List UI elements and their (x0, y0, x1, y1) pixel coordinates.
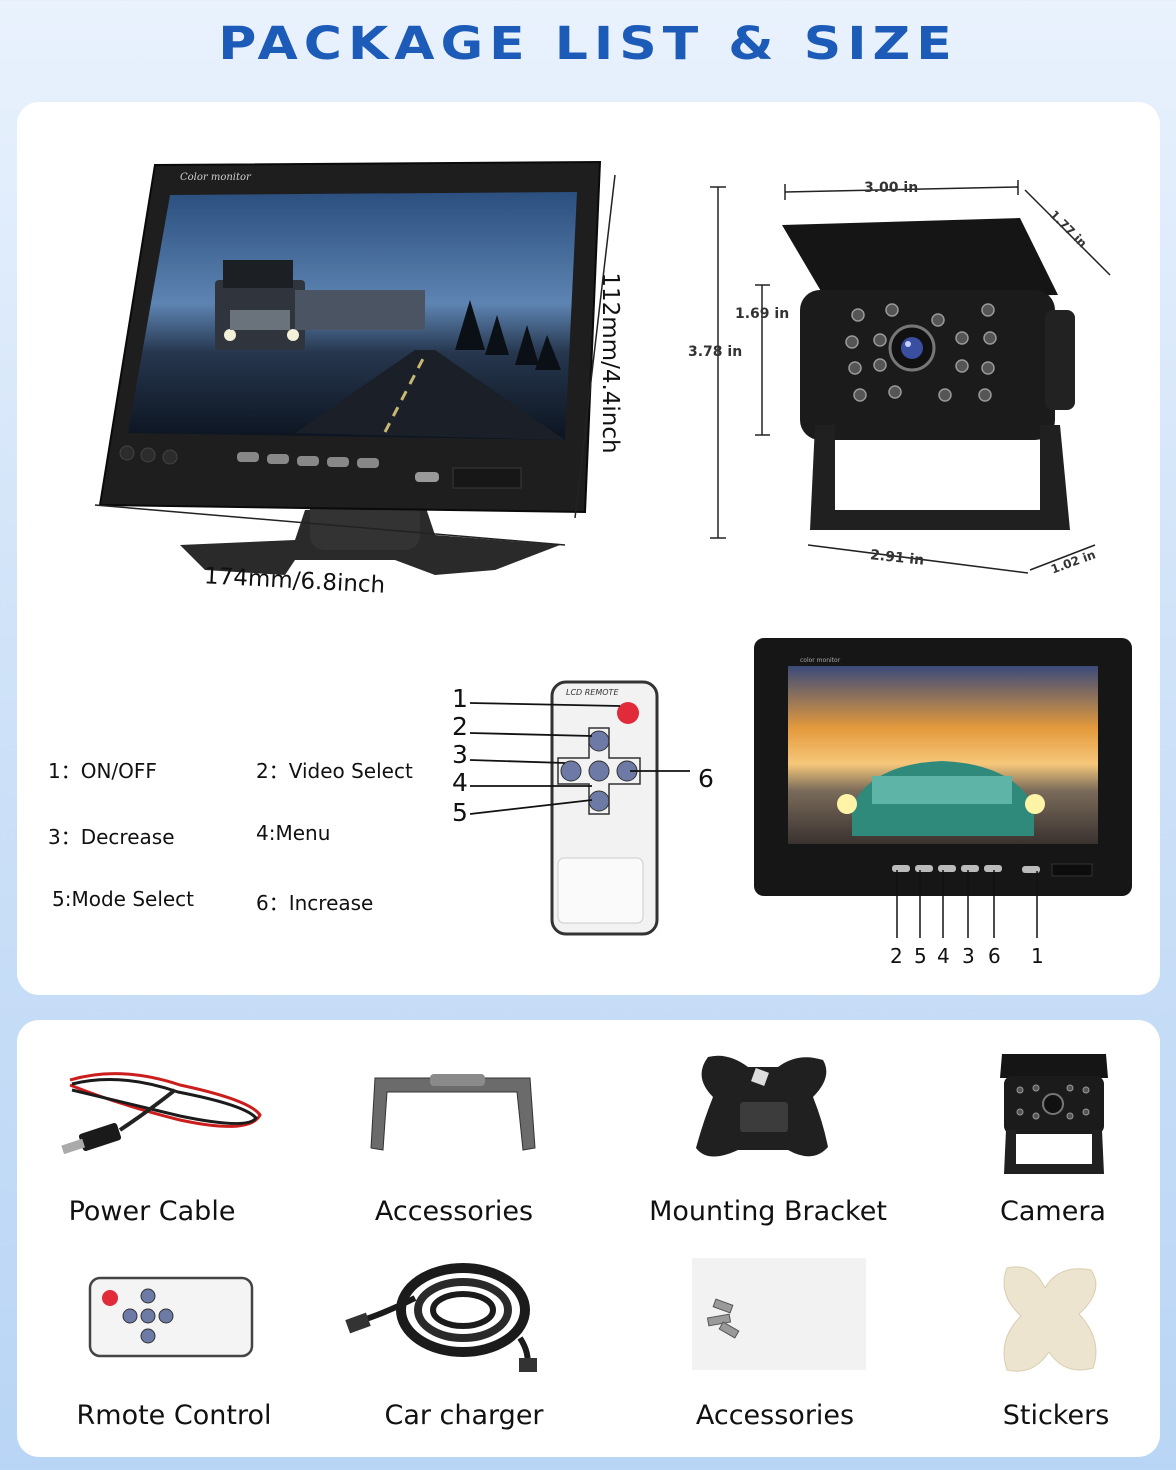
remote-illustration: LCD REMOTE (469, 680, 690, 936)
sun-shade-icon (370, 1074, 536, 1151)
monitor-illustration: Color monitor (94, 160, 616, 575)
package-item-label: Power Cable (68, 1196, 236, 1227)
screws-icon (692, 1258, 866, 1370)
legend-item-6: 6：Increase (256, 891, 374, 915)
monitor2-brand-text: color monitor (800, 657, 841, 664)
remote-callout-6: 6 (698, 764, 714, 793)
remote-callout-1: 1 (452, 684, 468, 713)
monitor2-callout-2: 2 (890, 944, 903, 968)
monitor2-callout-4: 4 (937, 944, 950, 968)
cable-coil-icon (345, 1263, 537, 1372)
legend-item-5: 5:Mode Select (52, 887, 195, 911)
legend-item-2: 2：Video Select (256, 759, 413, 783)
monitor2-callout-6: 6 (988, 944, 1001, 968)
legend-item-4: 4:Menu (256, 821, 331, 845)
remote-header-text: LCD REMOTE (566, 688, 619, 697)
remote-callout-2: 2 (452, 712, 468, 741)
package-item-label: Camera (1000, 1196, 1106, 1227)
mounting-bracket-icon (696, 1055, 828, 1157)
remote-control-icon (88, 1276, 254, 1358)
monitor-brand-text: Color monitor (180, 172, 252, 183)
package-item-label: Accessories (374, 1196, 534, 1227)
package-item-label: Accessories (695, 1400, 855, 1431)
sticker-icon (1003, 1266, 1097, 1372)
remote-callout-4: 4 (452, 768, 468, 797)
package-item-label: Rmote Control (76, 1400, 272, 1431)
package-item-label: Stickers (1002, 1400, 1110, 1431)
monitor2-callout-5: 5 (914, 944, 927, 968)
legend-item-1: 1：ON/OFF (48, 759, 157, 783)
package-item-label: Car charger (384, 1400, 544, 1431)
camera-face-height: 1.69 in (735, 306, 790, 322)
camera-height: 3.78 in (688, 344, 743, 360)
package-item-label: Mounting Bracket (649, 1196, 887, 1227)
camera-illustration (710, 180, 1111, 574)
remote-callout-3: 3 (452, 740, 468, 769)
monitor2-callout-3: 3 (962, 944, 975, 968)
monitor-front-illustration: color monitor (754, 638, 1132, 938)
power-cable-icon (61, 1072, 262, 1155)
monitor2-callout-1: 1 (1031, 944, 1044, 968)
camera-top-width: 3.00 in (864, 180, 919, 196)
monitor-height-dimension: 112mm/4.4inch (597, 272, 623, 454)
page-title: PACKAGE LIST & SIZE (218, 17, 958, 71)
remote-callout-5: 5 (452, 798, 468, 827)
camera-icon (1000, 1054, 1108, 1174)
legend-item-3: 3：Decrease (48, 825, 175, 849)
